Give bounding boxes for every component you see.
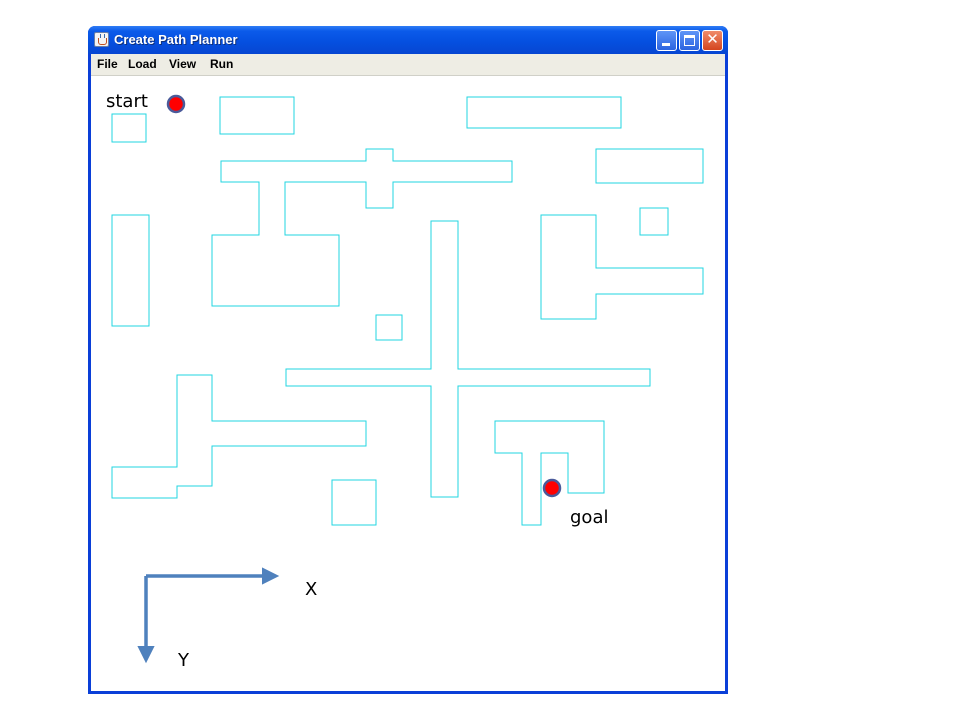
obstacle — [111, 113, 147, 143]
obstacle — [540, 214, 704, 320]
menu-bar: File Load View Run — [91, 54, 725, 76]
minimize-button[interactable] — [656, 30, 677, 51]
obstacle — [111, 214, 150, 327]
close-button[interactable]: ✕ — [702, 30, 723, 51]
menu-view[interactable]: View — [169, 57, 197, 71]
obstacle — [595, 148, 704, 184]
goal-label: goal — [570, 507, 608, 528]
minimize-icon — [662, 43, 670, 46]
obstacle — [639, 207, 669, 236]
obstacle — [466, 96, 622, 129]
menu-run[interactable]: Run — [210, 57, 234, 71]
maximize-icon — [684, 35, 695, 46]
goal-marker — [542, 478, 562, 498]
obstacle — [219, 96, 295, 135]
map-canvas[interactable]: start goal X Y — [91, 76, 725, 691]
title-bar[interactable]: Create Path Planner ✕ — [88, 26, 728, 54]
java-cup-icon — [94, 32, 109, 47]
window-title: Create Path Planner — [114, 32, 238, 47]
obstacle — [375, 314, 403, 341]
obstacle — [111, 374, 367, 499]
menu-file[interactable]: File — [97, 57, 118, 71]
obstacle — [331, 479, 377, 526]
x-axis-label: X — [305, 579, 317, 600]
start-marker — [166, 94, 186, 114]
obstacle — [211, 148, 513, 307]
menu-load[interactable]: Load — [128, 57, 157, 71]
app-window: Create Path Planner ✕ File Load View Run — [88, 26, 728, 694]
maximize-button[interactable] — [679, 30, 700, 51]
obstacle — [285, 220, 651, 498]
start-label: start — [106, 91, 148, 112]
close-icon: ✕ — [706, 30, 719, 48]
obstacle — [494, 420, 605, 526]
y-axis-label: Y — [177, 650, 190, 671]
map-svg: start goal X Y — [106, 91, 704, 671]
